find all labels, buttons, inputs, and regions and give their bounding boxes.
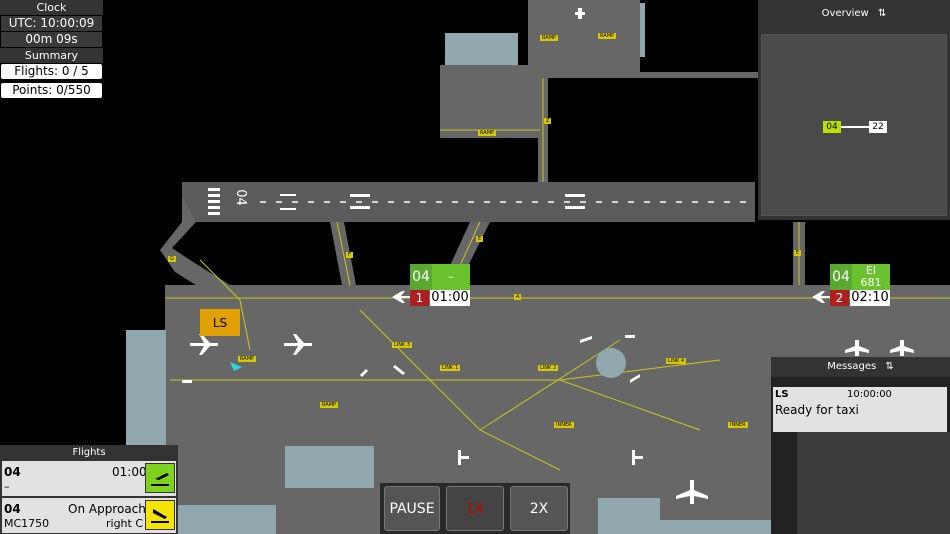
flight-status-detail: right C — [106, 517, 144, 530]
flight-tag-number: 2 — [830, 290, 849, 306]
speed-1x-button[interactable]: 1X — [446, 486, 504, 531]
flight-status: 01:00 — [112, 465, 147, 479]
flight-list-item[interactable]: 04 – 01:00 — [2, 461, 176, 496]
taxiway-tag: A — [514, 294, 522, 300]
flights-header: Flights — [72, 447, 106, 458]
flights-counter: Flights: 0 / 5 — [1, 64, 102, 79]
aircraft-group — [182, 8, 914, 504]
taxiway-tag: LINK 2 — [538, 365, 559, 371]
flight-callsign: MC1750 — [4, 517, 50, 530]
flight-tag-time: 01:00 — [430, 290, 470, 306]
flight-tag-callsign: EI 681 — [852, 264, 890, 290]
taxiway-tag: LINK 4 — [666, 358, 687, 364]
pause-button[interactable]: PAUSE — [384, 486, 440, 531]
messages-header[interactable]: Messages ⇅ — [771, 357, 950, 377]
overview-header[interactable]: Overview ⇅ — [758, 8, 950, 19]
taxiway-tag: RAMP — [478, 130, 497, 136]
flight-tag-number: 1 — [410, 290, 429, 306]
taxiway-tag: RAMP — [598, 33, 617, 39]
taxiway-tag: RAMP — [238, 356, 257, 362]
landing-icon[interactable] — [145, 500, 175, 530]
takeoff-icon[interactable] — [145, 463, 175, 493]
runway-number: 04 — [232, 189, 248, 206]
flight-tag-callsign: – — [432, 264, 470, 290]
taxiway-tag: RAMP — [540, 35, 559, 41]
overview-minimap[interactable]: 04 22 — [761, 34, 947, 216]
points-counter: Points: 0/550 — [1, 83, 102, 98]
clock-header: Clock — [0, 0, 103, 15]
utc-clock: UTC: 10:00:09 — [1, 16, 102, 31]
taxiway-tag: RAMP — [320, 402, 339, 408]
flight-callsign: – — [4, 480, 10, 493]
playback-controls: PAUSE 1X 2X — [380, 483, 570, 534]
overview-runway-right: 22 — [869, 121, 887, 133]
taxiway-tag: INNER — [554, 422, 574, 428]
flight-list-item[interactable]: 04 MC1750 On Approach right C — [2, 498, 176, 533]
message-sender: LS — [775, 389, 789, 400]
flight-tag[interactable]: 04 EI 681 2 02:10 — [830, 264, 890, 306]
arrows-up-down-icon[interactable]: ⇅ — [877, 8, 887, 19]
flight-runway: 04 — [4, 502, 21, 516]
cursor-arrow-icon — [230, 362, 242, 371]
flight-status: On Approach — [68, 502, 146, 516]
elapsed-timer: 00m 09s — [1, 32, 102, 47]
overview-runway-left: 04 — [823, 121, 841, 133]
taxiway-tag: Z — [544, 118, 552, 124]
messages-title: Messages — [827, 361, 877, 372]
overview-runway-line — [841, 126, 869, 128]
taxiway-tag: G — [168, 256, 176, 262]
flight-tag-runway: 04 — [410, 264, 432, 290]
messages-scroll-area — [797, 432, 950, 534]
taxiway-tag: E — [476, 236, 484, 242]
message-time: 10:00:00 — [847, 389, 892, 400]
flight-tag[interactable]: 04 – 1 01:00 — [410, 264, 470, 306]
taxiway-tag: LINK 3 — [392, 342, 413, 348]
messages-panel: Messages ⇅ LS 10:00:00 Ready for taxi — [771, 357, 950, 534]
flights-panel: Flights 04 – 01:00 04 MC1750 On Approach… — [0, 445, 178, 534]
taxiway-tag: INNER — [728, 422, 748, 428]
overview-panel[interactable]: Overview ⇅ 04 22 — [758, 0, 950, 220]
message-item[interactable]: LS 10:00:00 Ready for taxi — [773, 387, 947, 432]
overview-title: Overview — [821, 8, 869, 19]
taxiway-tag: F — [346, 252, 353, 258]
summary-header: Summary — [0, 48, 103, 63]
taxiway-tag: LINK 1 — [440, 365, 461, 371]
speed-2x-button[interactable]: 2X — [510, 486, 568, 531]
flight-tag-time: 02:10 — [850, 290, 890, 306]
flight-runway: 04 — [4, 465, 21, 479]
message-text: Ready for taxi — [775, 403, 859, 417]
arrows-up-down-icon[interactable]: ⇅ — [885, 361, 894, 372]
ls-aircraft-badge[interactable]: LS — [200, 309, 240, 336]
flight-tag-runway: 04 — [830, 264, 852, 290]
taxiway-tag: E — [794, 250, 802, 256]
